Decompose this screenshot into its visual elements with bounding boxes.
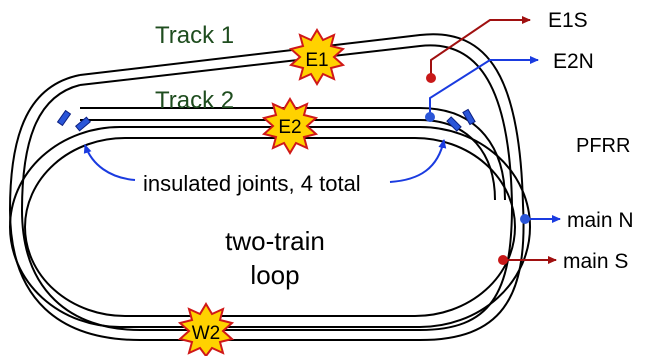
feeder-connection-dot	[498, 255, 508, 265]
starburst-e2-label: E2	[278, 117, 301, 138]
track-1-rails	[79, 33, 524, 206]
insulated-joint-icon	[462, 108, 476, 126]
feeder-e1s-label: E1S	[548, 9, 588, 32]
track-1-left-curve	[8, 74, 525, 341]
starburst-icon	[261, 97, 319, 155]
loop-label-line2: loop	[250, 260, 299, 290]
insulated-joint-icon	[446, 116, 462, 132]
starburst-icon	[177, 302, 235, 356]
track-1-label: Track 1	[155, 22, 234, 49]
feeder-connection-dot	[426, 73, 436, 83]
feeder-connection-dot	[520, 214, 530, 224]
track-2-label: Track 2	[155, 87, 234, 114]
feeder-connection-dot	[425, 112, 435, 122]
feeder-e2n: E2N	[425, 50, 594, 122]
callout-arrow-right	[389, 139, 447, 183]
feeder-e2n-label: E2N	[553, 50, 594, 73]
feeder-main-n: main N	[520, 209, 634, 232]
starburst-e1-label: E1	[305, 50, 328, 71]
pfrr-label: PFRR	[576, 135, 630, 157]
feeder-main-s-label: main S	[563, 250, 628, 273]
insulated-joint-icon	[75, 116, 91, 132]
feeder-main-n-label: main N	[567, 209, 634, 232]
feeder-e1s: E1S	[426, 9, 588, 83]
insulated-joints	[56, 108, 476, 132]
starburst-e2: E2	[261, 97, 319, 155]
callout-arrow-left	[83, 144, 136, 181]
starburst-icon	[288, 28, 346, 86]
insulated-joint-icon	[56, 109, 72, 127]
main-loop-rails	[9, 126, 531, 328]
feeder-main-s: main S	[498, 250, 628, 273]
insulated-joints-caption: insulated joints, 4 total	[143, 171, 361, 196]
starburst-w2-label: W2	[192, 323, 221, 344]
starburst-w2: W2	[177, 302, 235, 356]
starburst-e1: E1	[288, 28, 346, 86]
loop-label-line1: two-train	[225, 226, 325, 256]
